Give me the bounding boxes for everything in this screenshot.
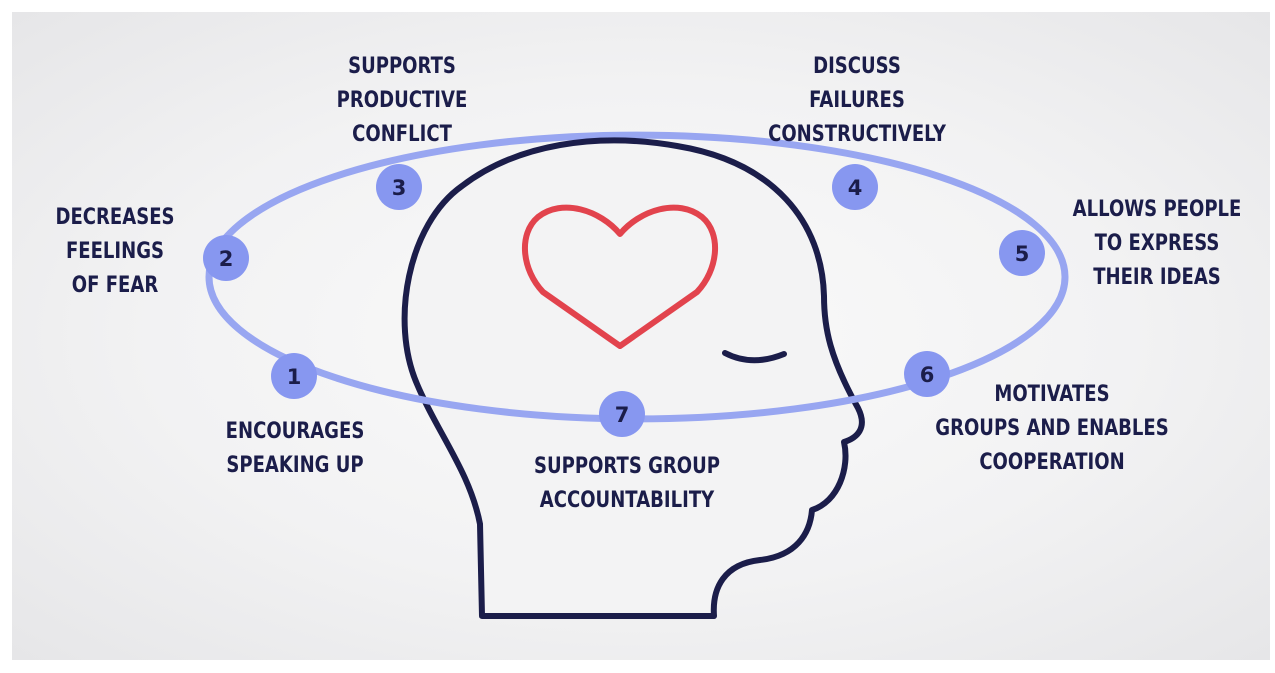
caption-2-line-1: DECREASES [55, 205, 175, 230]
badge-4-number: 4 [848, 176, 863, 200]
badge-5-number: 5 [1015, 242, 1030, 266]
caption-6-line-3: COOPERATION [979, 450, 1125, 475]
caption-6-line-2: GROUPS AND ENABLES [935, 416, 1169, 441]
caption-2: DECREASES FEELINGS OF FEAR [54, 201, 177, 303]
caption-2-line-2: FEELINGS [65, 239, 165, 264]
badge-6: 6 [904, 351, 950, 397]
badge-6-circle [904, 351, 950, 397]
caption-7-line-2: ACCOUNTABILITY [539, 488, 715, 513]
badge-1: 1 [271, 353, 317, 399]
caption-4-line-1: DISCUSS [813, 54, 901, 79]
badge-5: 5 [999, 230, 1045, 276]
badge-2: 2 [203, 235, 249, 281]
badge-4: 4 [832, 164, 878, 210]
badge-3: 3 [376, 164, 422, 210]
caption-3-line-2: PRODUCTIVE [336, 88, 468, 113]
caption-7-line-1: SUPPORTS GROUP [534, 454, 720, 479]
badge-7: 7 [599, 391, 645, 437]
badge-1-circle [271, 353, 317, 399]
caption-3-line-1: SUPPORTS [348, 54, 456, 79]
badge-3-circle [376, 164, 422, 210]
badge-5-circle [999, 230, 1045, 276]
badge-7-number: 7 [615, 403, 630, 427]
badge-3-number: 3 [392, 176, 407, 200]
caption-3: SUPPORTS PRODUCTIVE CONFLICT [328, 50, 476, 152]
caption-4-line-3: CONSTRUCTIVELY [768, 122, 946, 147]
caption-1-line-2: SPEAKING UP [226, 453, 364, 478]
caption-1-line-1: ENCOURAGES [225, 419, 365, 444]
caption-1: ENCOURAGES SPEAKING UP [209, 415, 381, 483]
diagram-graphic: 1 2 3 4 5 6 7 [203, 131, 1069, 619]
badge-6-number: 6 [920, 363, 935, 387]
heart-icon [522, 204, 718, 349]
caption-6-line-1: MOTIVATES [994, 382, 1110, 407]
caption-5-line-1: ALLOWS PEOPLE [1072, 197, 1242, 222]
caption-7: SUPPORTS GROUP ACCOUNTABILITY [525, 450, 730, 518]
closed-eye-icon [722, 350, 787, 364]
caption-4: DISCUSS FAILURES CONSTRUCTIVELY [759, 50, 956, 152]
caption-2-line-3: OF FEAR [71, 273, 159, 298]
badge-1-number: 1 [287, 365, 302, 389]
orbit-ring-back [205, 131, 1069, 278]
badge-4-circle [832, 164, 878, 210]
head-profile-icon [401, 137, 865, 619]
caption-6: MOTIVATES GROUPS AND ENABLES COOPERATION [929, 378, 1175, 480]
caption-5-line-2: TO EXPRESS [1094, 231, 1220, 256]
caption-5-line-3: THEIR IDEAS [1093, 265, 1221, 290]
badge-2-circle [203, 235, 249, 281]
caption-5: ALLOWS PEOPLE TO EXPRESS THEIR IDEAS [1071, 193, 1243, 295]
diagram-canvas: 1 2 3 4 5 6 7 ENCOURAGES SPEAKING UP [12, 12, 1270, 660]
badge-2-number: 2 [219, 247, 234, 271]
caption-3-line-3: CONFLICT [352, 122, 452, 147]
badge-7-circle [599, 391, 645, 437]
caption-4-line-2: FAILURES [809, 88, 905, 113]
